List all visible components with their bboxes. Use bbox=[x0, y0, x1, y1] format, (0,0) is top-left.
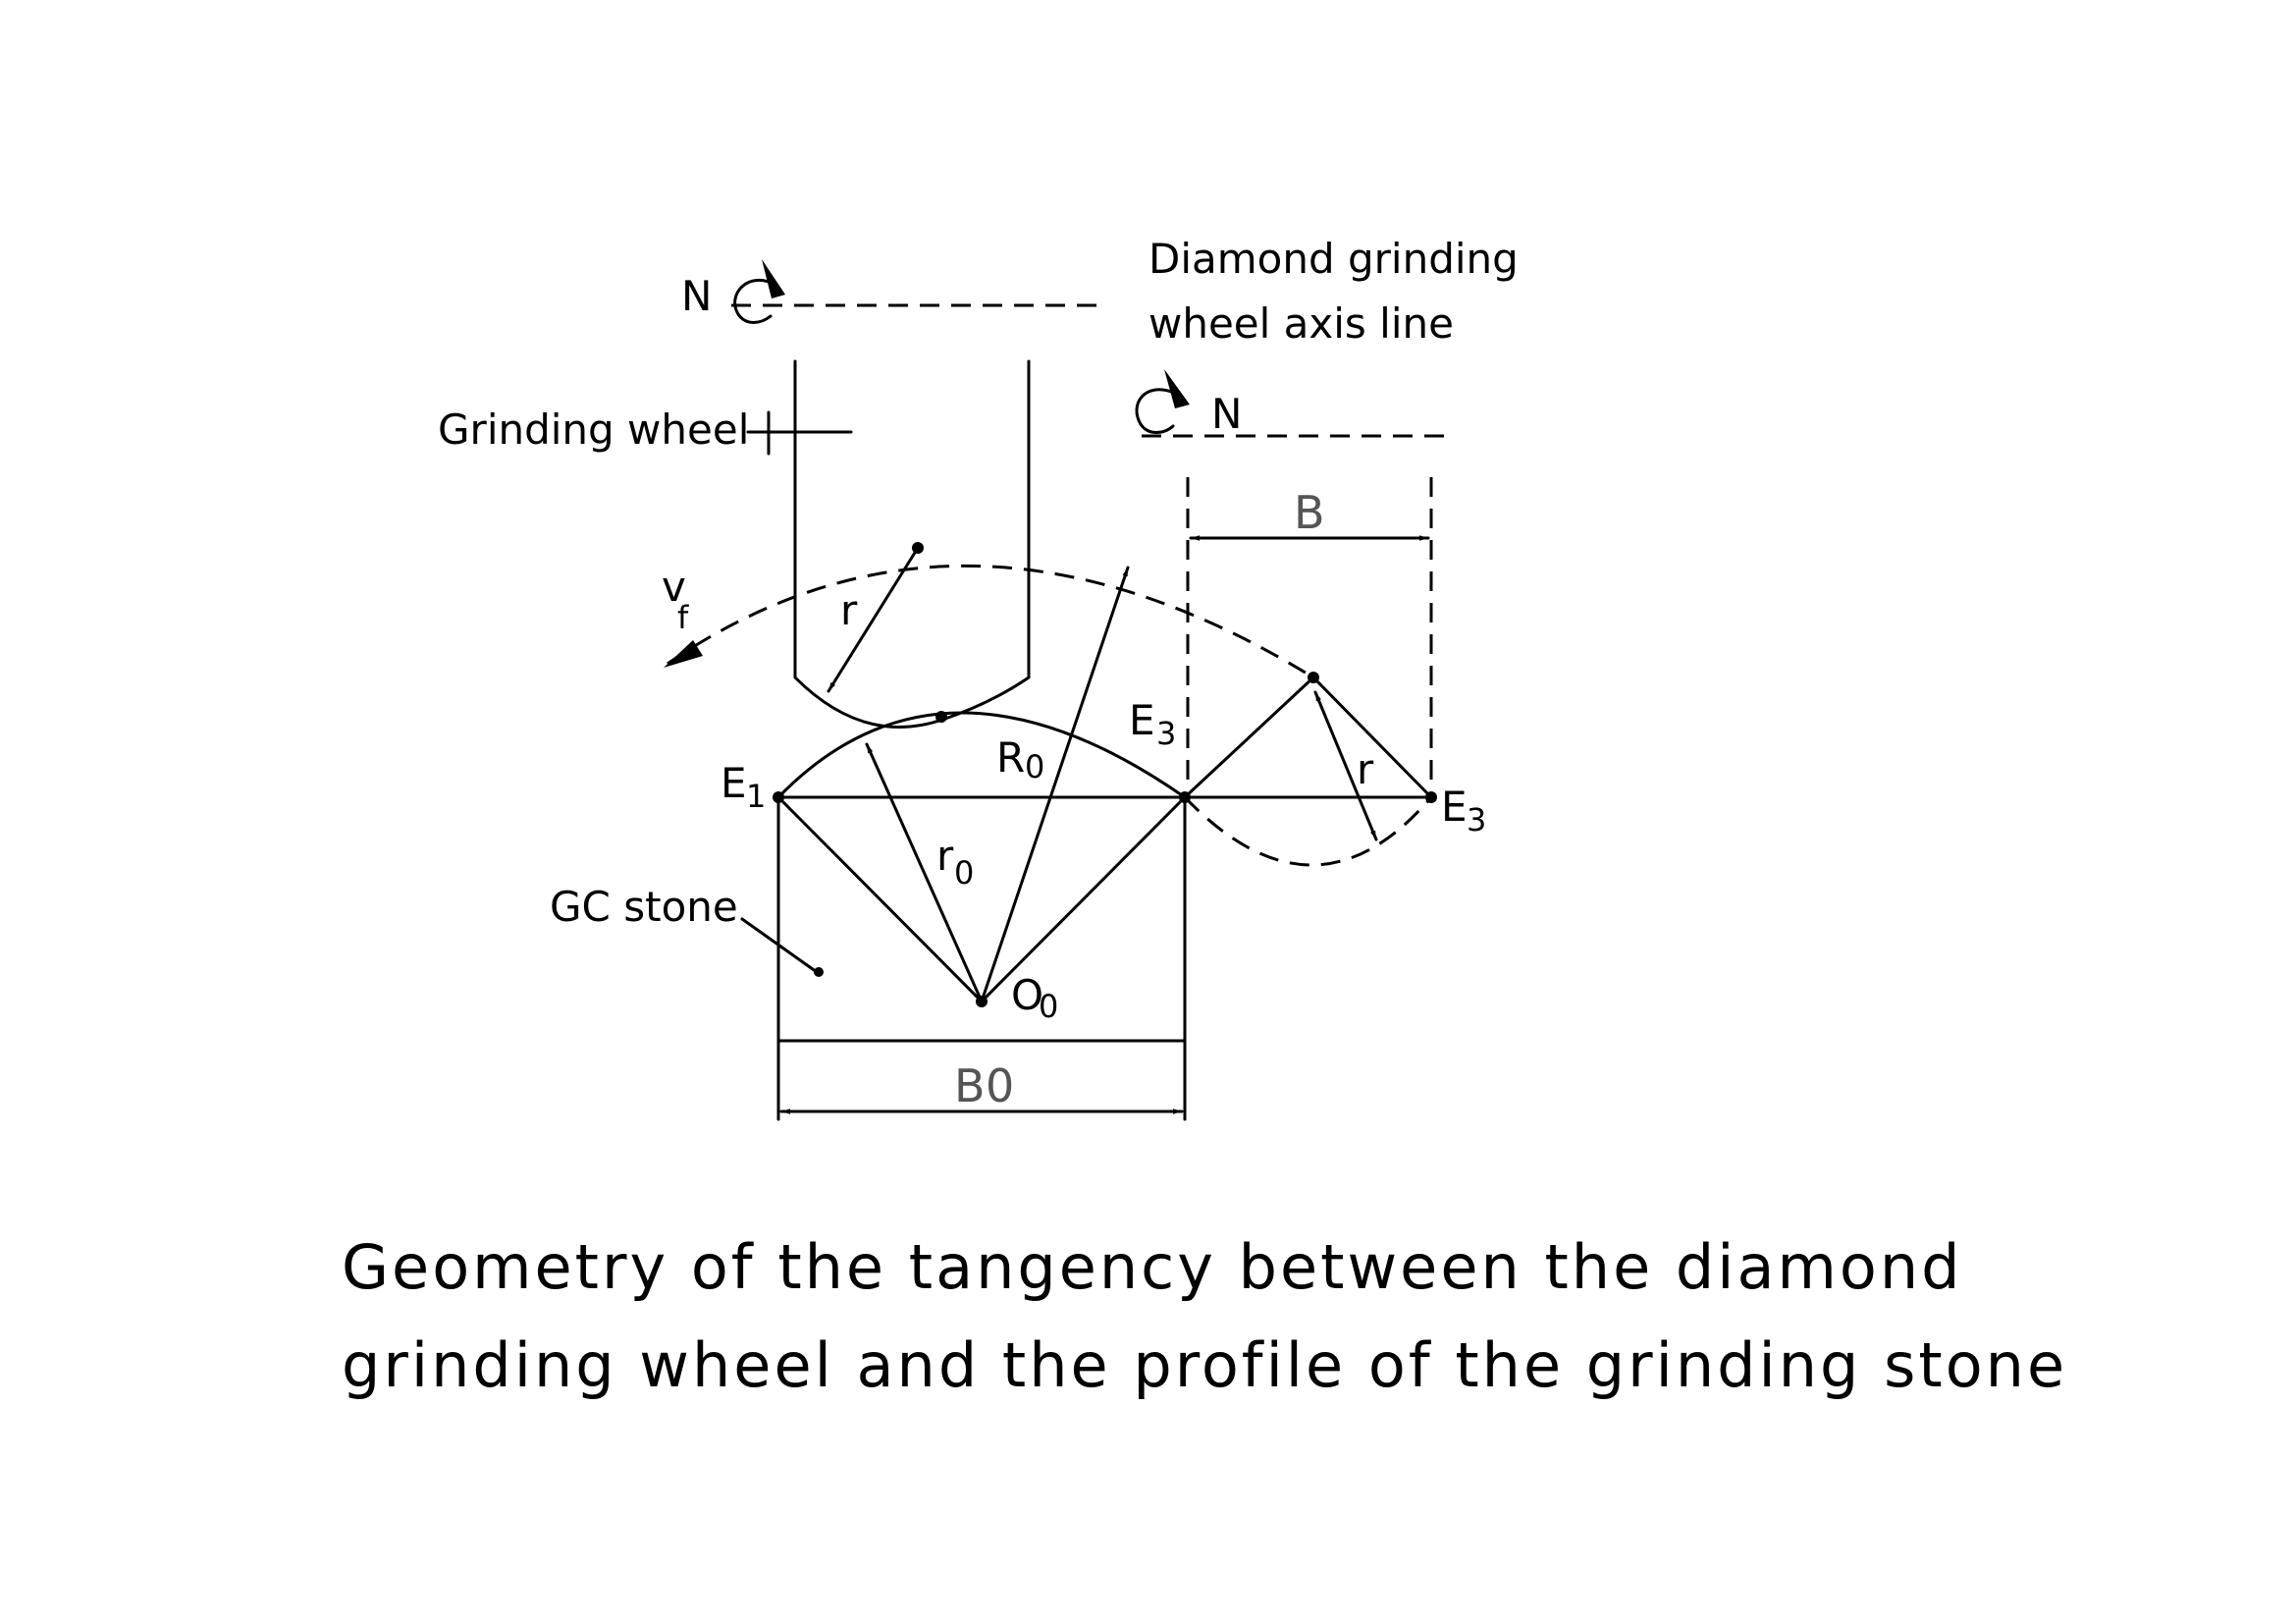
feed-path-arc bbox=[667, 565, 1314, 679]
dim-b0-label-sub: 0 bbox=[986, 1059, 1014, 1112]
point-e1 bbox=[773, 791, 784, 803]
center-label: O bbox=[1011, 971, 1043, 1019]
stone-body bbox=[776, 795, 1187, 1043]
gc-stone-leader bbox=[740, 917, 819, 974]
point-o0 bbox=[976, 996, 988, 1007]
small-radius-label-sub: 0 bbox=[954, 854, 974, 892]
axis-label-line-1: Diamond grinding bbox=[1148, 235, 1519, 283]
e3-top-label-sub: 3 bbox=[1156, 715, 1176, 752]
big-radius-label: R bbox=[996, 733, 1025, 782]
right-dashed-lower-arc bbox=[1183, 795, 1433, 867]
e1-label: E bbox=[721, 759, 747, 807]
caption-line-2: grinding wheel and the profile of the gr… bbox=[342, 1329, 2067, 1401]
stone-profile-arc bbox=[776, 711, 1187, 799]
rotation-label-left: N bbox=[681, 272, 712, 320]
feed-label: v bbox=[662, 563, 686, 611]
radius-r-left-arrow bbox=[827, 546, 920, 693]
big-radius-label-sub: 0 bbox=[1025, 748, 1044, 785]
dim-b0-label: B bbox=[954, 1059, 986, 1112]
e1-label-sub: 1 bbox=[746, 778, 766, 815]
radius-r-left-label: r bbox=[840, 586, 858, 634]
line-o0-e1 bbox=[776, 795, 984, 1003]
gc-stone-label: GC stone bbox=[550, 883, 738, 931]
e3-right-label: E bbox=[1441, 783, 1468, 831]
grinding-wheel-label: Grinding wheel bbox=[438, 406, 749, 454]
gc-stone-dot bbox=[814, 967, 824, 977]
caption-line-1: Geometry of the tangency between the dia… bbox=[342, 1231, 1962, 1303]
right-apex-point bbox=[1308, 672, 1319, 683]
feed-label-sub: f bbox=[677, 599, 689, 636]
dim-b-label: B bbox=[1294, 486, 1325, 539]
small-radius-label: r bbox=[936, 832, 954, 880]
radius-r-right-arrow bbox=[1313, 690, 1378, 841]
center-label-sub: 0 bbox=[1039, 988, 1058, 1025]
radius-R0-arrow bbox=[980, 566, 1130, 1003]
right-triangle bbox=[1183, 675, 1433, 799]
e3-top-label: E bbox=[1129, 696, 1155, 744]
rotation-label-right: N bbox=[1211, 390, 1242, 438]
radius-r0-arrow bbox=[865, 742, 984, 1003]
point-e3-right bbox=[1425, 791, 1437, 803]
e3-right-label-sub: 3 bbox=[1467, 801, 1486, 839]
grinding-wheel-leader bbox=[746, 410, 853, 456]
line-o0-e3 bbox=[980, 795, 1187, 1003]
radius-r-right-label: r bbox=[1357, 745, 1374, 793]
feed-arrow-icon bbox=[664, 640, 703, 668]
grinding-wheel bbox=[793, 359, 1031, 730]
axis-label-line-2: wheel axis line bbox=[1148, 299, 1454, 348]
rotation-arrow-right-icon bbox=[1135, 369, 1190, 434]
rotation-arrow-left-icon bbox=[733, 259, 785, 324]
